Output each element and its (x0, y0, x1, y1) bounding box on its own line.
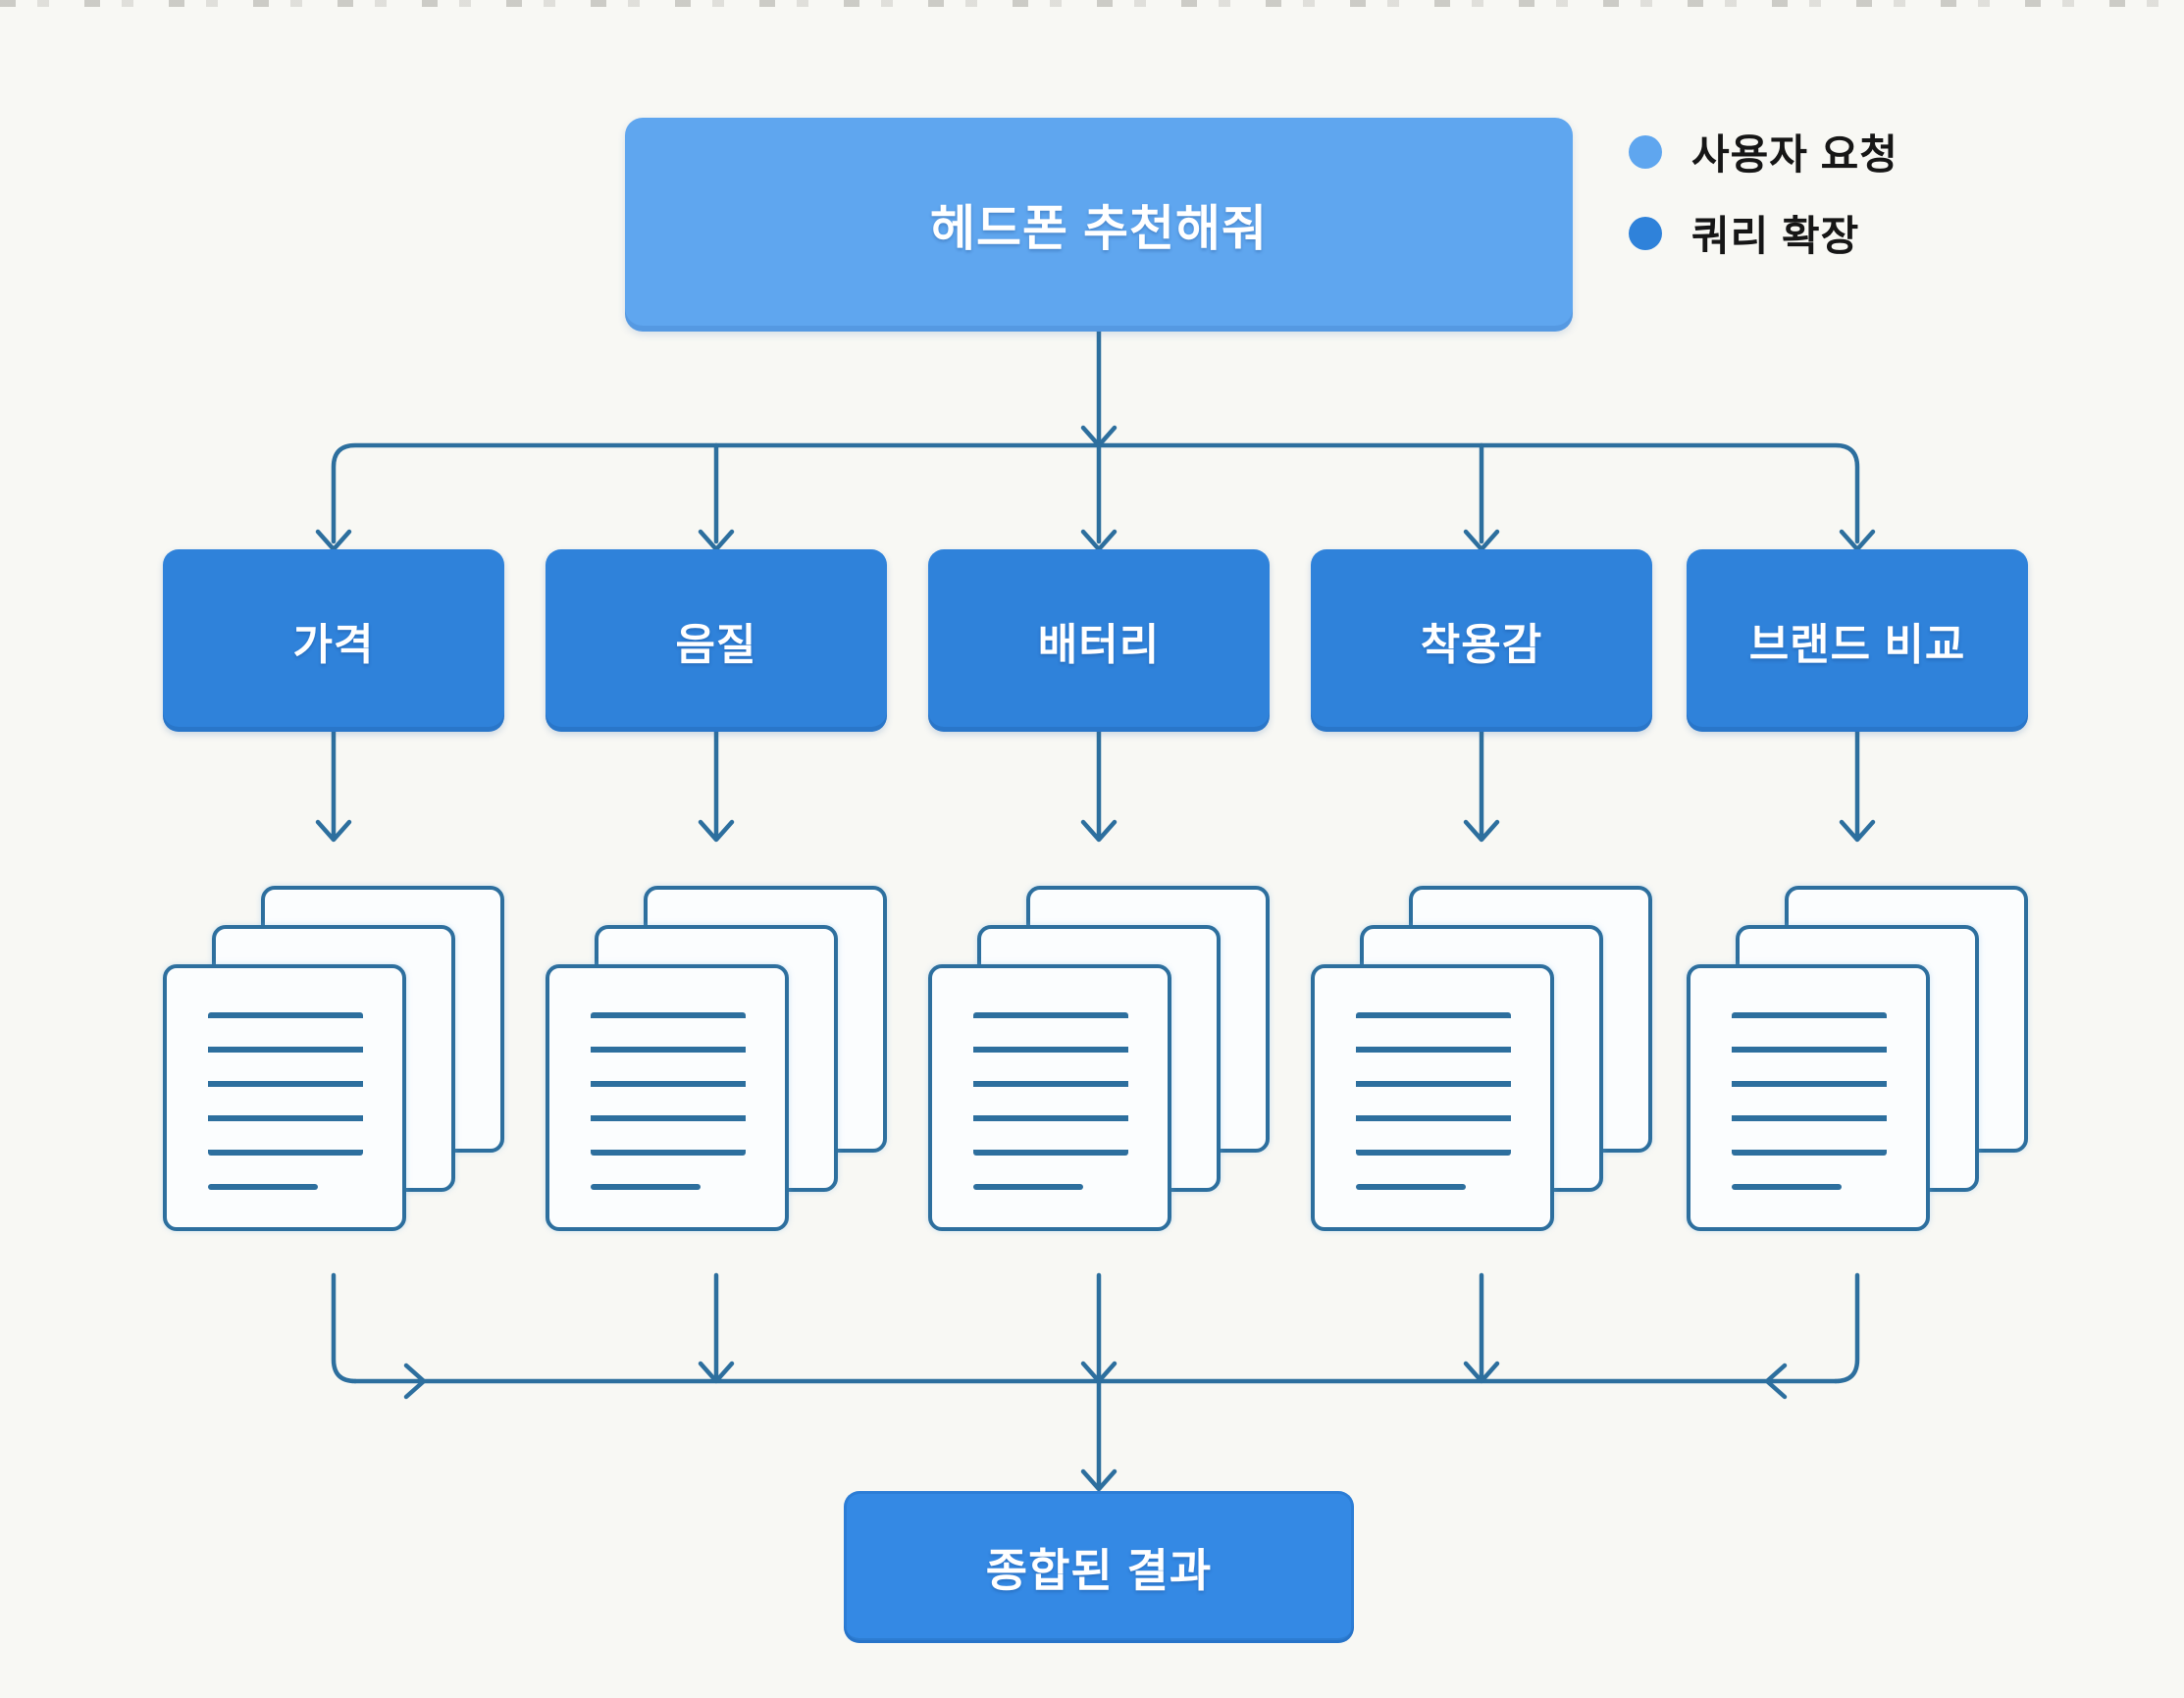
document-stack-icon-sound-quality (546, 886, 887, 1231)
collector-right-curve (1833, 1272, 1860, 1384)
drop-battery-to-collector (1080, 1272, 1118, 1384)
arrowhead-collector-right (1764, 1363, 1788, 1400)
branch-box-battery: 배터리 (928, 549, 1270, 732)
branch-label-price: 가격 (292, 621, 375, 669)
branch-box-fit: 착용감 (1311, 549, 1652, 732)
result-box: 종합된 결과 (844, 1491, 1354, 1643)
result-label: 종합된 결과 (985, 1544, 1213, 1596)
document-text-lines (208, 1012, 363, 1156)
document-text-lines (1356, 1012, 1511, 1156)
document-text-lines (591, 1012, 746, 1156)
document-page (546, 964, 789, 1231)
arrow-sound-to-docs (698, 729, 735, 843)
document-stack-icon-fit (1311, 886, 1652, 1231)
arrow-battery-to-docs (1080, 729, 1118, 843)
arrow-to-result (1080, 1378, 1118, 1492)
distribution-bar (331, 442, 1860, 544)
drop-sound-to-collector (698, 1272, 735, 1384)
legend-item-query-expansion: 쿼리 확장 (1629, 203, 1898, 263)
root-query-label: 헤드폰 추천해줘 (930, 201, 1268, 256)
legend-label-user-request: 사용자 요청 (1691, 131, 1898, 178)
document-text-lines (1732, 1012, 1887, 1156)
drop-fit-to-collector (1463, 1272, 1500, 1384)
branch-label-sound-quality: 음질 (675, 621, 757, 669)
document-text-line-short (973, 1184, 1083, 1190)
top-edge-artifact (0, 0, 2184, 7)
branch-box-price: 가격 (163, 549, 504, 732)
branch-box-sound-quality: 음질 (546, 549, 887, 732)
document-text-line-short (1356, 1184, 1466, 1190)
arrow-fit-to-docs (1463, 729, 1500, 843)
legend-item-user-request: 사용자 요청 (1629, 122, 1898, 181)
document-stack-icon-battery (928, 886, 1270, 1231)
document-text-lines (973, 1012, 1128, 1156)
document-text-line-short (1732, 1184, 1842, 1190)
document-page (163, 964, 406, 1231)
user-request-dot-icon (1629, 134, 1662, 169)
document-page (928, 964, 1171, 1231)
document-page (1311, 964, 1554, 1231)
document-text-line-short (591, 1184, 701, 1190)
legend-label-query-expansion: 쿼리 확장 (1691, 213, 1860, 259)
document-text-line-short (208, 1184, 318, 1190)
root-query-box: 헤드폰 추천해줘 (625, 118, 1573, 332)
arrow-price-to-docs (315, 729, 352, 843)
branch-label-fit: 착용감 (1420, 621, 1543, 669)
arrowhead-collector-left (403, 1363, 427, 1400)
collector-left-curve (331, 1272, 358, 1384)
document-page (1687, 964, 1930, 1231)
query-expansion-dot-icon (1629, 216, 1662, 250)
document-stack-icon-price (163, 886, 504, 1231)
branch-box-brand-comparison: 브랜드 비교 (1687, 549, 2028, 732)
arrow-brand-to-docs (1839, 729, 1876, 843)
document-stack-icon-brand-comparison (1687, 886, 2028, 1231)
branch-label-brand-comparison: 브랜드 비교 (1748, 621, 1966, 669)
legend: 사용자 요청 쿼리 확장 (1629, 122, 1898, 263)
branch-label-battery: 배터리 (1037, 621, 1161, 669)
